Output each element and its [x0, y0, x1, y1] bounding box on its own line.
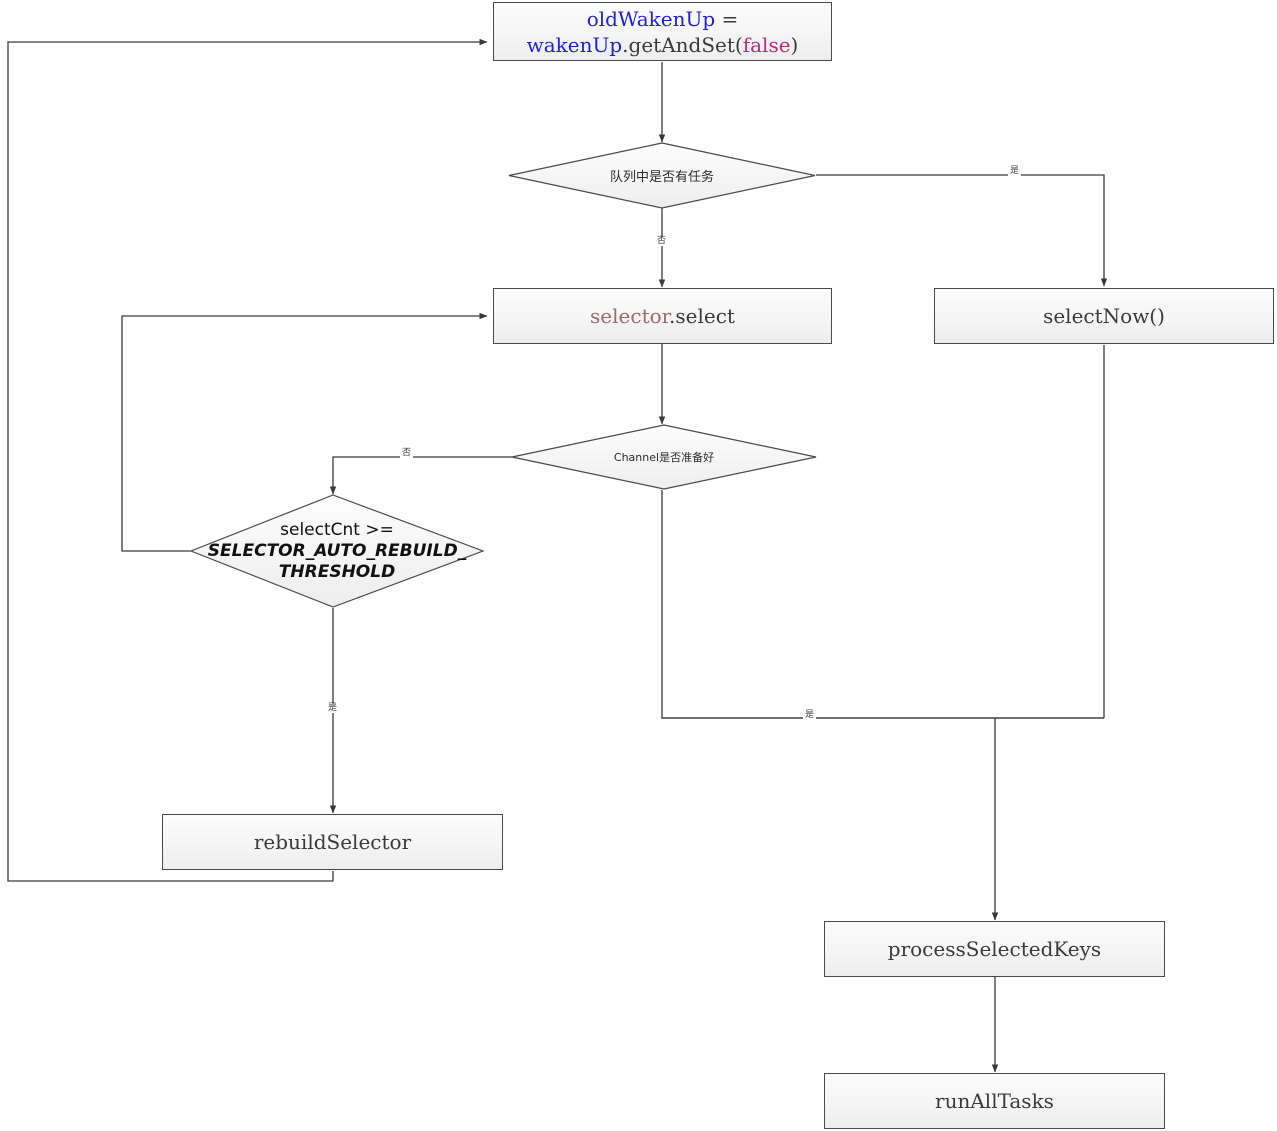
- token-dot-select: .select: [669, 304, 735, 328]
- node-selector-select-line-1: selector.select: [590, 303, 735, 329]
- token-equals: =: [715, 6, 739, 31]
- edge-label-threshold-yes: 是: [326, 703, 340, 713]
- token-selector: selector: [590, 304, 670, 328]
- node-selector-select[interactable]: selector.select: [493, 288, 832, 344]
- edge-label-channel-no: 否: [400, 448, 414, 458]
- node-channel-ready[interactable]: Channel是否准备好: [510, 424, 818, 490]
- node-process-selected-keys-line-1: processSelectedKeys: [888, 936, 1101, 962]
- token-runalltasks: runAllTasks: [935, 1089, 1054, 1113]
- node-queue-has-task[interactable]: 队列中是否有任务: [507, 142, 817, 209]
- token-false: false: [742, 32, 791, 57]
- channel-ready-shape: [511, 424, 817, 490]
- node-run-all-tasks[interactable]: runAllTasks: [824, 1073, 1165, 1129]
- node-rebuild-selector[interactable]: rebuildSelector: [162, 814, 503, 870]
- token-processselectedkeys: processSelectedKeys: [887, 937, 1102, 961]
- node-select-now-line-1: selectNow(): [1043, 303, 1165, 329]
- edge-queue-yes-to-selectnow: [816, 174, 1108, 287]
- node-old-waken-up[interactable]: oldWakenUp = wakenUp.getAndSet(false): [493, 2, 832, 61]
- select-cnt-threshold-shape: [189, 494, 485, 608]
- node-old-waken-up-line-1: oldWakenUp =: [587, 6, 739, 32]
- token-close-paren: ): [790, 32, 799, 57]
- node-run-all-tasks-line-1: runAllTasks: [935, 1088, 1054, 1114]
- token-oldwakenup: oldWakenUp: [586, 6, 716, 31]
- node-rebuild-selector-line-1: rebuildSelector: [254, 829, 411, 855]
- edge-rebuild-to-top: [7, 38, 488, 882]
- token-wakenup: wakenUp: [526, 32, 623, 57]
- node-select-cnt-threshold[interactable]: selectCnt >= SELECTOR_AUTO_REBUILD_THRES…: [189, 494, 485, 609]
- token-getandset: .getAndSet(: [622, 32, 743, 57]
- edge-label-queue-no: 否: [655, 236, 669, 246]
- edge-label-queue-yes: 是: [1008, 166, 1022, 176]
- node-process-selected-keys[interactable]: processSelectedKeys: [824, 921, 1165, 977]
- edge-channel-yes-down: [661, 490, 1104, 719]
- node-select-now[interactable]: selectNow(): [934, 288, 1274, 344]
- token-rebuildselector: rebuildSelector: [253, 830, 412, 854]
- edge-label-channel-yes: 是: [803, 710, 817, 720]
- node-old-waken-up-line-2: wakenUp.getAndSet(false): [527, 32, 799, 58]
- queue-has-task-shape: [508, 142, 816, 209]
- token-selectnow: selectNow(): [1043, 304, 1165, 328]
- edge-channel-no-to-selectcnt: [329, 456, 512, 495]
